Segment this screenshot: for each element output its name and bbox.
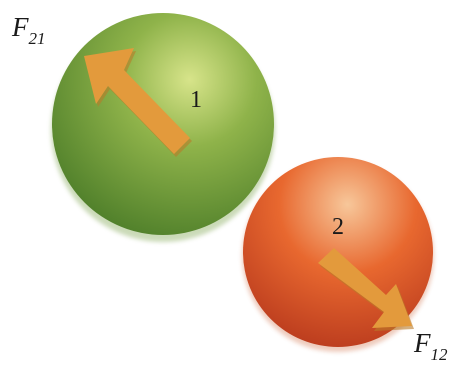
force-label-f12: F12 [413, 328, 448, 364]
ball-1-label: 1 [190, 87, 202, 113]
ball-2-label: 2 [332, 214, 344, 240]
force-label-f21: F21 [11, 12, 46, 48]
